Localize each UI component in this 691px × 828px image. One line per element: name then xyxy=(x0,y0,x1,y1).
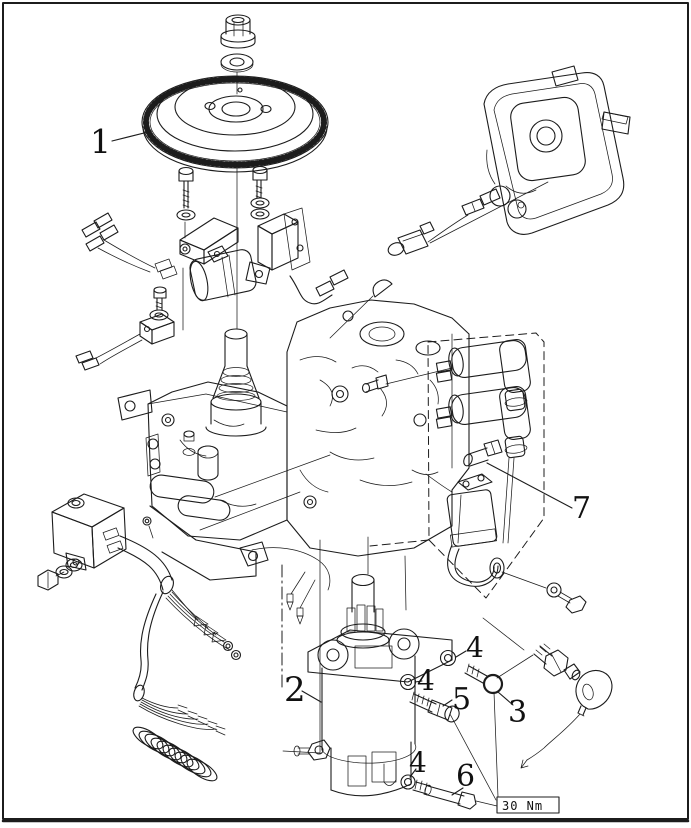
callouts: 1 2 3 4 4 4 5 6 7 xyxy=(90,122,591,794)
callout-5: 5 xyxy=(452,682,471,717)
callout-4c: 4 xyxy=(409,746,427,779)
compression-spring xyxy=(132,726,218,782)
torque-note-text: 30 Nm xyxy=(502,799,543,813)
flywheel-washer xyxy=(220,53,254,73)
bolt-5 xyxy=(409,691,460,723)
engine-block xyxy=(117,299,470,581)
bolt-3 xyxy=(464,663,504,695)
ignition-coil-assembly xyxy=(81,207,349,305)
callout-3: 3 xyxy=(508,695,527,730)
flywheel-nut xyxy=(220,14,256,49)
half-moon-key xyxy=(329,279,393,339)
wiring-harness xyxy=(117,516,242,736)
flywheel xyxy=(141,75,329,173)
bolt-7 xyxy=(463,439,503,467)
cdi-bolt xyxy=(37,558,83,591)
thermo-sensor xyxy=(387,181,549,256)
stator-lead-wires xyxy=(251,547,331,625)
callout-6: 6 xyxy=(456,759,475,794)
crankshaft-taper xyxy=(205,328,267,437)
wire-clamp-assembly xyxy=(75,286,175,371)
spark-plug-caps xyxy=(385,339,531,544)
lower-ignition-coil xyxy=(425,473,505,587)
callout-4a: 4 xyxy=(466,631,484,664)
callout-7: 7 xyxy=(572,491,591,526)
starter-motor xyxy=(293,573,453,797)
callout-4b: 4 xyxy=(417,664,435,697)
coil-bolt-and-washer xyxy=(501,571,587,614)
oil-pressure-switch xyxy=(533,643,581,681)
callout-2: 2 xyxy=(284,670,306,710)
spark-plug-boot-lead xyxy=(520,669,613,769)
washer-4-lower xyxy=(400,774,416,790)
mounting-bracket xyxy=(483,65,631,235)
washer-4-upper xyxy=(439,649,457,667)
coil-mounting-bolts xyxy=(176,165,270,221)
bolt-6 xyxy=(412,779,477,810)
detail-region-boundary xyxy=(369,332,545,599)
leader-lines xyxy=(111,130,573,807)
callout-1: 1 xyxy=(90,122,111,161)
cdi-unit xyxy=(51,493,127,571)
torque-note-box: 30 Nm xyxy=(496,796,560,814)
